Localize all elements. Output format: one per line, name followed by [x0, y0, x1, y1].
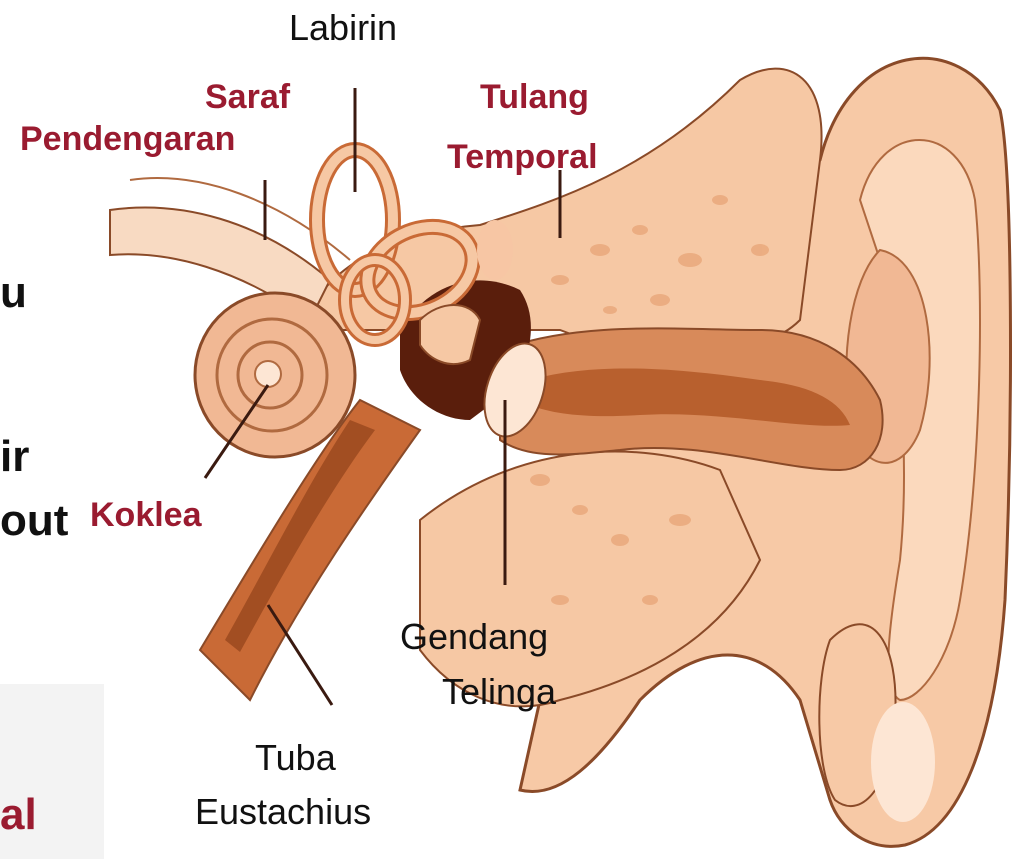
label-tuba: Tuba	[255, 738, 336, 778]
label-pendengaran: Pendengaran	[20, 120, 235, 158]
tuba-leader	[268, 605, 332, 705]
label-telinga: Telinga	[442, 672, 556, 712]
label-labirin: Labirin	[289, 8, 397, 48]
label-gendang: Gendang	[400, 617, 548, 657]
eustachian-tube-inner	[225, 420, 375, 652]
label-temporal: Temporal	[447, 138, 598, 176]
earlobe-highlight	[871, 702, 935, 822]
ossicles	[420, 305, 480, 364]
label-tulang: Tulang	[480, 78, 589, 116]
oval-highlight	[477, 220, 513, 280]
label-saraf: Saraf	[205, 78, 290, 116]
label-eustachius: Eustachius	[195, 792, 371, 832]
lower-temporal-bone	[420, 452, 760, 707]
label-koklea: Koklea	[90, 496, 202, 534]
